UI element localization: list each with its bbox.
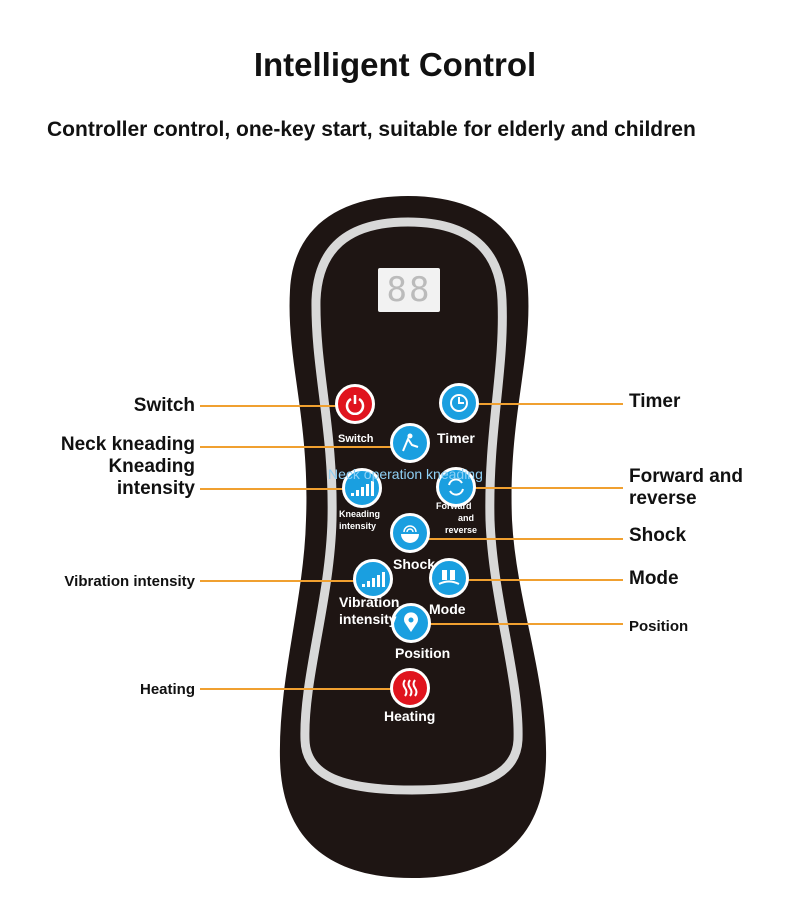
mode-icon bbox=[438, 570, 460, 585]
callout-switch: Switch bbox=[133, 395, 195, 416]
timer-label: Timer bbox=[437, 430, 475, 446]
callout-position: Position bbox=[629, 618, 689, 635]
page-subtitle: Controller control, one-key start, suita… bbox=[47, 118, 696, 141]
mode-button[interactable] bbox=[429, 558, 469, 598]
heat-waves-icon bbox=[402, 679, 418, 697]
mode-label: Mode bbox=[429, 601, 466, 617]
callout-kneading-intensity: Kneading intensity bbox=[108, 456, 195, 499]
kneading-intensity-button[interactable] bbox=[342, 468, 382, 508]
callout-vibration-intensity: Vibration intensity bbox=[64, 573, 195, 590]
position-button[interactable] bbox=[391, 603, 431, 643]
location-pin-icon bbox=[404, 612, 418, 632]
switch-button[interactable] bbox=[335, 384, 375, 424]
vibration-intensity-button[interactable] bbox=[353, 559, 393, 599]
shock-label: Shock bbox=[393, 556, 436, 572]
vibration-label-1: Vibration bbox=[339, 594, 400, 610]
switch-label: Switch bbox=[338, 433, 374, 445]
heating-button[interactable] bbox=[390, 668, 430, 708]
vibration-label-2: intensity bbox=[339, 611, 397, 627]
callout-neck-kneading: Neck kneading bbox=[60, 434, 195, 455]
callout-heating: Heating bbox=[139, 681, 195, 698]
and-label: and bbox=[458, 513, 475, 523]
kneading-intensity-label: Kneading intensity bbox=[339, 509, 381, 531]
digital-display: 88 bbox=[378, 268, 440, 312]
position-label: Position bbox=[395, 645, 451, 661]
forward-label: Forward bbox=[436, 501, 472, 511]
timer-button[interactable] bbox=[439, 383, 479, 423]
callout-forward-reverse: Forward and reverse bbox=[629, 466, 744, 509]
signal-bars-icon bbox=[362, 572, 385, 587]
vibration-wave-icon bbox=[401, 525, 419, 543]
page-title: Intelligent Control bbox=[253, 46, 537, 83]
callout-shock: Shock bbox=[629, 525, 687, 546]
callout-timer: Timer bbox=[629, 391, 681, 412]
rotate-icon bbox=[448, 478, 464, 496]
neck-kneading-button[interactable] bbox=[390, 423, 430, 463]
clock-icon bbox=[450, 394, 468, 412]
signal-bars-icon bbox=[351, 481, 374, 496]
callout-lines bbox=[200, 403, 623, 690]
heating-label: Heating bbox=[384, 708, 436, 724]
forward-reverse-button[interactable] bbox=[436, 467, 476, 507]
callout-mode: Mode bbox=[629, 568, 679, 589]
reverse-label: reverse bbox=[445, 525, 478, 535]
shock-button[interactable] bbox=[390, 513, 430, 553]
massage-chair-icon bbox=[402, 433, 419, 452]
power-icon bbox=[345, 395, 365, 415]
neck-operation-label: Neck operation kneading bbox=[328, 466, 483, 482]
